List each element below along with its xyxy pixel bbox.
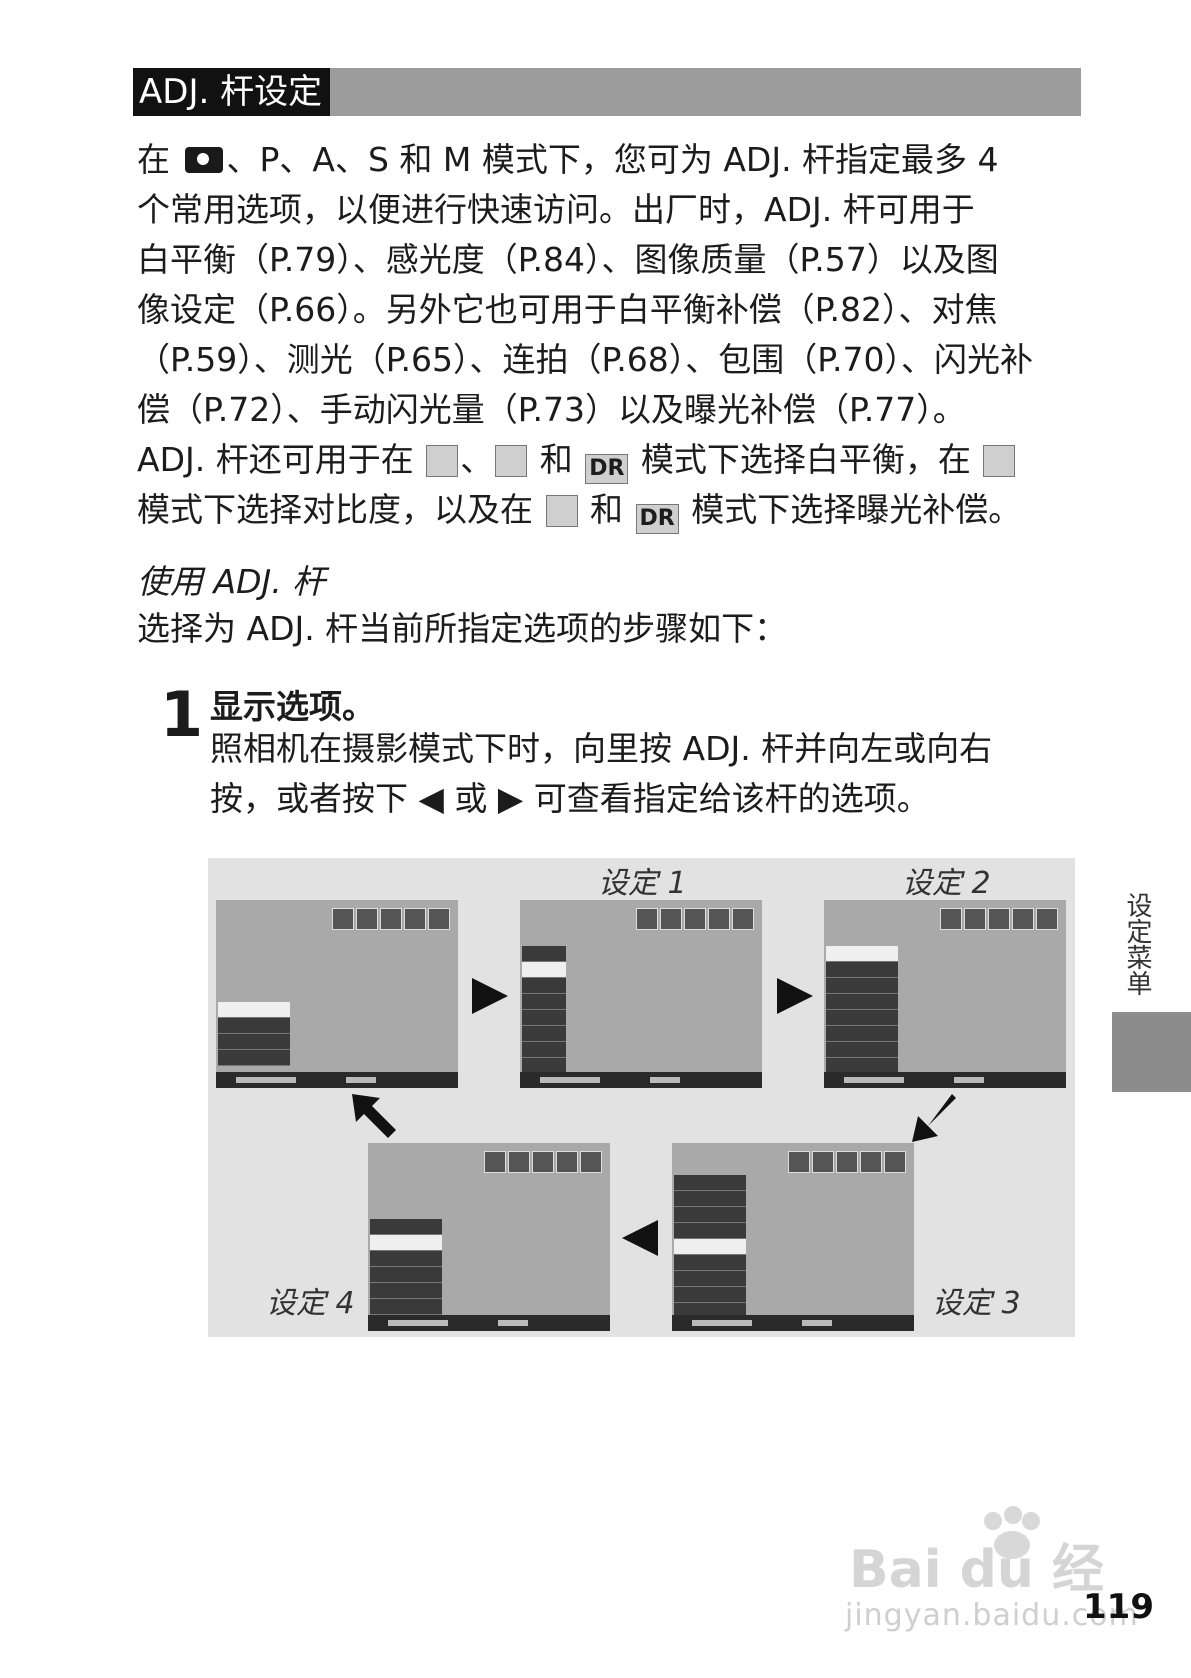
screen-setting-3 [672,1143,914,1331]
para-line-4: 像设定（P.66）。另外它也可用于白平衡补偿（P.82）、对焦 [137,290,998,329]
right-triangle-icon: ▶ [497,779,524,818]
screen-menu [370,1219,442,1315]
arrow-right-icon [777,978,813,1014]
para-line-1: 在 、P、A、S 和 M 模式下，您可为 ADJ. 杆指定最多 4 [137,140,999,179]
screen-menu [522,946,566,1074]
arrow-left-icon [622,1220,658,1256]
screen-setting-2 [824,900,1066,1088]
step-line-2: 按，或者按下 ◀ 或 ▶ 可查看指定给该杆的选项。 [210,779,930,818]
page-number: 119 [1083,1587,1154,1627]
arrow-down-left-icon [912,1094,956,1142]
text-mode-icon [983,445,1016,477]
label-setting-4: 设定 4 [266,1286,355,1321]
camera-icon [184,147,223,173]
step-title: 显示选项。 [210,687,375,726]
intro-text: 选择为 ADJ. 杆当前所指定选项的步骤如下： [137,609,788,648]
label-setting-3: 设定 3 [932,1286,1021,1321]
scene-icon [545,495,578,527]
screen-bottom-bar [520,1072,762,1088]
left-triangle-icon: ◀ [418,779,444,818]
screen-menu [674,1175,746,1319]
screen-setting-1 [520,900,762,1088]
screen-top-icons [636,908,754,930]
figure-panel: 设定 1 设定 2 设定 3 设定 4 [208,858,1075,1337]
screen-bottom-bar [824,1072,1066,1088]
body-paragraph: 在 、P、A、S 和 M 模式下，您可为 ADJ. 杆指定最多 4 个常用选项，… [137,135,1077,535]
para-line-3: 白平衡（P.79）、感光度（P.84）、图像质量（P.57）以及图 [137,240,999,279]
screen-menu [218,1002,290,1066]
subheading: 使用 ADJ. 杆 [137,562,326,601]
section-title: ADJ. 杆设定 [133,68,331,116]
label-setting-2: 设定 2 [902,866,991,901]
step-number: 1 [160,678,204,751]
screen-bottom-bar [216,1072,458,1088]
screen-top-icons [940,908,1058,930]
side-tab [1112,1012,1191,1092]
screen-top-icons [788,1151,906,1173]
para-line-8: 模式下选择对比度，以及在 和 DR 模式下选择曝光补偿。 [137,485,1077,535]
step-line-1: 照相机在摄影模式下时，向里按 ADJ. 杆并向左或向右 [210,729,993,768]
label-setting-1: 设定 1 [598,866,687,901]
arrow-up-left-icon [352,1094,396,1138]
scene-icon [495,445,528,477]
para-line-2: 个常用选项，以便进行快速访问。出厂时，ADJ. 杆可用于 [137,190,975,229]
screen-bottom-bar [672,1315,914,1331]
dr-icon: DR [635,504,679,534]
arrow-right-icon [472,978,508,1014]
screen-top-icons [332,908,450,930]
para-line-6: 偿（P.72）、手动闪光量（P.73）以及曝光补偿（P.77）。 [137,390,966,429]
screen-initial [216,900,458,1088]
screen-setting-4 [368,1143,610,1331]
para-line-5: （P.59）、测光（P.65）、连拍（P.68）、包围（P.70）、闪光补 [137,340,1033,379]
screen-bottom-bar [368,1315,610,1331]
watermark-url: jingyan.baidu.com [845,1598,1139,1633]
side-tab-label: 设定菜单 [1122,892,1152,996]
para-line-7: ADJ. 杆还可用于在 、 和 DR 模式下选择白平衡，在 [137,435,1077,485]
baidu-jingyan-watermark: Bai du 经验 [849,1506,1105,1600]
screen-top-icons [484,1151,602,1173]
step-body: 照相机在摄影模式下时，向里按 ADJ. 杆并向左或向右 按，或者按下 ◀ 或 ▶… [210,724,992,824]
svg-text:Bai du 经验: Bai du 经验 [849,1540,1105,1600]
dr-icon: DR [585,454,629,484]
screen-menu [826,946,898,1074]
movie-icon [426,445,459,477]
